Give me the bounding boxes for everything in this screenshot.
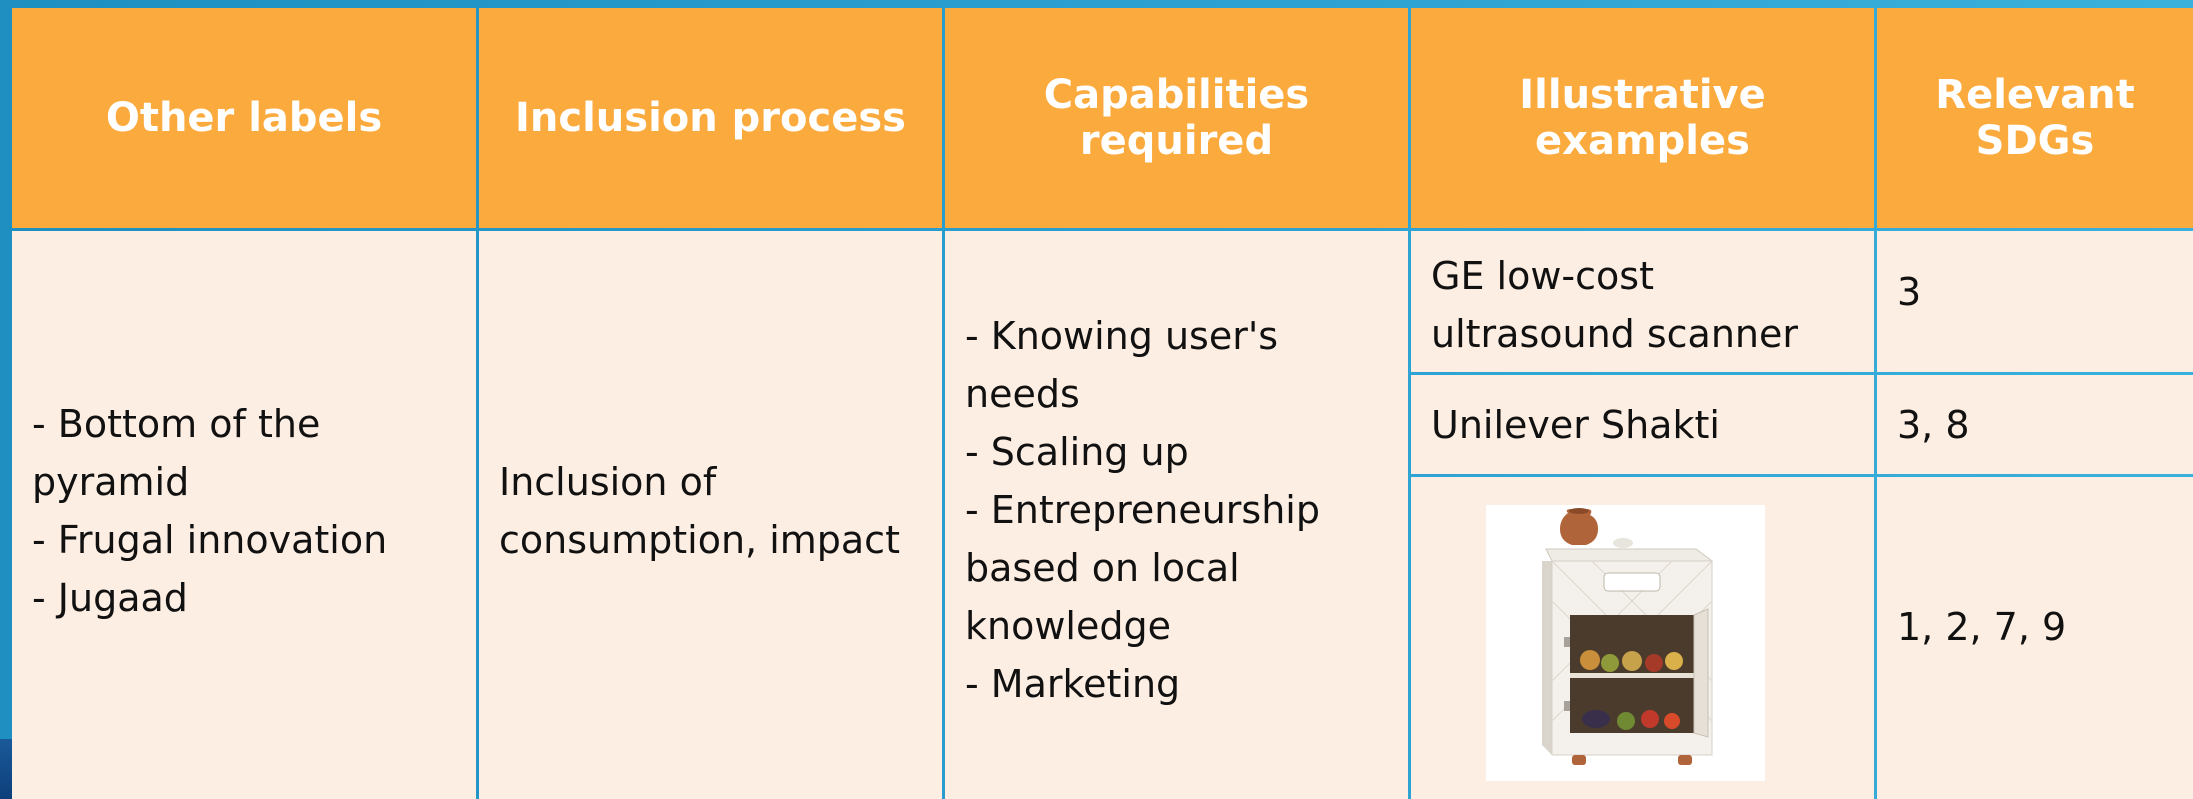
example-line: Unilever Shakti: [1431, 402, 1720, 447]
header-label: Relevant: [1935, 72, 2135, 118]
capability-line: knowledge: [965, 604, 1171, 648]
example-line: ultrasound scanner: [1431, 312, 1799, 356]
refrigerator-illustration: [1542, 508, 1714, 765]
other-label-line: - Jugaad: [32, 576, 188, 620]
capability-line: - Scaling up: [965, 430, 1189, 474]
sdgs-value: 3, 8: [1897, 402, 1970, 447]
sdgs-cell: 1, 2, 7, 9: [1877, 477, 2193, 799]
header-inclusion-process: Inclusion process: [479, 8, 942, 228]
other-label-line: - Bottom of the: [32, 402, 321, 446]
inclusion-process-line: consumption, impact: [499, 518, 900, 562]
header-illustrative-examples: Illustrative examples: [1411, 8, 1874, 228]
example-clay-refrigerator: [1411, 477, 1874, 799]
header-label: Inclusion process: [515, 95, 906, 141]
capability-line: needs: [965, 372, 1080, 416]
sdgs-value: 1, 2, 7, 9: [1897, 605, 2067, 649]
capabilities-cell: - Knowing user's needs - Scaling up - En…: [945, 231, 1408, 799]
header-label: Capabilities required: [1043, 72, 1310, 164]
header-relevant-sdgs: Relevant SDGs: [1877, 8, 2193, 228]
capability-line: - Marketing: [965, 662, 1181, 706]
sdg-table: Other labels Inclusion process Capabilit…: [12, 8, 2193, 799]
header-label: SDGs: [1975, 118, 2095, 164]
capability-line: - Knowing user's: [965, 314, 1279, 358]
header-capabilities-required: Capabilities required: [945, 8, 1408, 228]
header-label: Other labels: [105, 95, 383, 141]
other-labels-cell: - Bottom of the pyramid - Frugal innovat…: [12, 231, 476, 799]
other-label-line: - Frugal innovation: [32, 518, 388, 562]
example-line: GE low-cost: [1431, 254, 1654, 298]
capability-line: based on local: [965, 546, 1240, 590]
example-unilever-shakti: Unilever Shakti: [1411, 375, 1874, 474]
sdgs-value: 3: [1897, 269, 1922, 314]
inclusion-process-line: Inclusion of: [499, 460, 717, 504]
header-label: Illustrative examples: [1519, 72, 1766, 164]
inclusion-process-cell: Inclusion of consumption, impact: [479, 231, 942, 799]
sdgs-cell: 3: [1877, 231, 2193, 372]
clay-refrigerator-image: [1486, 505, 1765, 781]
sdgs-cell: 3, 8: [1877, 375, 2193, 474]
header-other-labels: Other labels: [12, 8, 476, 228]
example-ge-scanner: GE low-cost ultrasound scanner: [1411, 231, 1874, 372]
slide-decoration: [0, 739, 14, 799]
capability-line: - Entrepreneurship: [965, 488, 1320, 532]
other-label-line: pyramid: [32, 460, 190, 504]
